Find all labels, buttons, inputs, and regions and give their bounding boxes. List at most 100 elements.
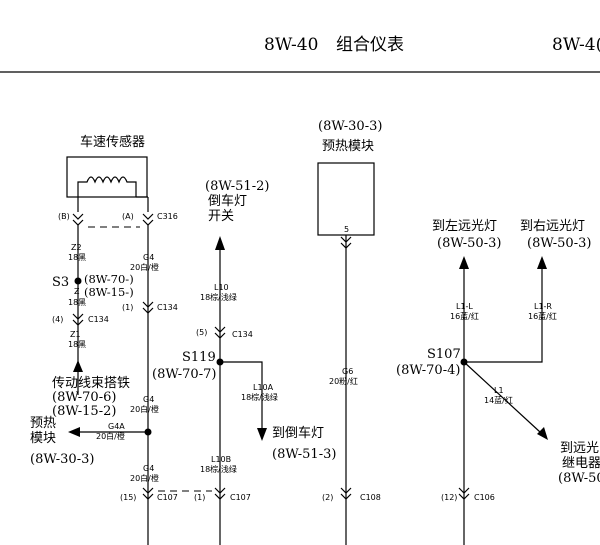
- svg-text:C106: C106: [474, 493, 495, 502]
- svg-text:模块: 模块: [30, 431, 56, 446]
- arrow-up-icon: [459, 256, 469, 269]
- svg-text:C108: C108: [360, 493, 381, 502]
- svg-text:Z1: Z1: [70, 330, 81, 339]
- splice-s3: [74, 277, 82, 285]
- page-title: 组合仪表: [336, 35, 404, 55]
- svg-text:(12): (12): [441, 493, 457, 502]
- svg-text:(1): (1): [194, 493, 205, 502]
- preheat-target-label: 预热: [30, 416, 56, 431]
- connector-icon: [214, 326, 226, 339]
- svg-text:18黑: 18黑: [68, 340, 86, 349]
- svg-text:(2): (2): [322, 493, 333, 502]
- svg-text:20白/橙: 20白/橙: [130, 262, 159, 272]
- splice-s107-label: S107: [427, 347, 461, 362]
- svg-text:L1-R: L1-R: [534, 302, 552, 311]
- connector-icon: [340, 487, 352, 500]
- svg-text:(8W-15-2): (8W-15-2): [52, 404, 116, 419]
- page-code: 8W-40: [264, 35, 318, 55]
- svg-text:L10: L10: [214, 283, 229, 292]
- svg-text:(8W-70-): (8W-70-): [84, 272, 134, 286]
- svg-text:(4): (4): [52, 315, 63, 324]
- svg-text:(8W-70-7): (8W-70-7): [152, 367, 216, 382]
- connector-icon: [72, 213, 84, 226]
- reverse-switch-label: 倒车灯: [208, 193, 247, 209]
- svg-text:(8W-50-3): (8W-50-3): [437, 236, 501, 251]
- svg-text:20白/橙: 20白/橙: [130, 404, 159, 414]
- connector-icon: [458, 487, 470, 500]
- svg-text:C134: C134: [157, 303, 178, 312]
- right-high-beam-label: 到右远光灯: [520, 219, 585, 234]
- svg-text:L10A: L10A: [253, 383, 274, 392]
- vss-box: [66, 156, 148, 198]
- connector-icon: [142, 487, 154, 500]
- arrow-diag-icon: [537, 427, 548, 440]
- svg-text:(8W-70-6): (8W-70-6): [52, 390, 116, 405]
- svg-text:(8W-51-3): (8W-51-3): [272, 447, 336, 462]
- arrow-left-icon: [68, 427, 80, 437]
- svg-text:(15): (15): [120, 493, 136, 502]
- svg-text:(5): (5): [196, 328, 207, 337]
- arrow-up-icon: [537, 256, 547, 269]
- svg-text:18黑: 18黑: [68, 253, 86, 262]
- svg-text:继电器: 继电器: [562, 456, 600, 471]
- connector-icon: [214, 487, 226, 500]
- svg-text:18棕/浅绿: 18棕/浅绿: [200, 292, 237, 302]
- svg-text:G6: G6: [342, 367, 353, 376]
- svg-text:(8W-70-4): (8W-70-4): [396, 363, 460, 378]
- svg-text:C134: C134: [88, 315, 109, 324]
- svg-text:L1: L1: [494, 386, 504, 395]
- svg-text:(8W-50: (8W-50: [558, 471, 600, 486]
- vss-connector: C316: [157, 212, 178, 221]
- vss-pin-a: (A): [122, 212, 134, 221]
- vss-coil-icon: [77, 176, 137, 197]
- svg-text:(8W-30-3): (8W-30-3): [30, 452, 94, 467]
- svg-text:16蓝/红: 16蓝/红: [450, 311, 479, 321]
- wire-l1-r: [464, 269, 543, 363]
- svg-text:开关: 开关: [208, 209, 234, 224]
- svg-text:C107: C107: [157, 493, 178, 502]
- svg-text:G4: G4: [143, 253, 154, 262]
- ground-label: 传动线束搭铁: [52, 375, 130, 391]
- arrow-down-icon: [257, 428, 267, 441]
- svg-text:18棕/浅绿: 18棕/浅绿: [241, 392, 278, 402]
- svg-text:L1-L: L1-L: [456, 302, 473, 311]
- svg-text:16蓝/红: 16蓝/红: [528, 311, 557, 321]
- ground-arrow-icon: [73, 360, 83, 372]
- svg-text:5: 5: [344, 225, 349, 234]
- svg-text:18棕/浅绿: 18棕/浅绿: [200, 464, 237, 474]
- vss-label: 车速传感器: [80, 134, 145, 150]
- wire-l1: [463, 361, 541, 433]
- svg-text:G4A: G4A: [108, 422, 125, 431]
- svg-text:20白/橙: 20白/橙: [96, 431, 125, 441]
- connector-icon: [142, 213, 154, 226]
- svg-text:C107: C107: [230, 493, 251, 502]
- svg-text:(1): (1): [122, 303, 133, 312]
- splice-s3-label: S3: [52, 275, 69, 290]
- vss-pin-b: (B): [58, 212, 70, 221]
- svg-text:(8W-50-3): (8W-50-3): [527, 236, 591, 251]
- arrow-up-icon: [215, 236, 225, 250]
- svg-text:20白/橙: 20白/橙: [130, 473, 159, 483]
- reverse-lamp-label: 到倒车灯: [272, 425, 324, 441]
- svg-text:(8W-30-3): (8W-30-3): [318, 119, 382, 134]
- preheat-module-label: 预热模块: [322, 139, 374, 154]
- splice-s119-label: S119: [182, 350, 216, 365]
- svg-text:20粉/红: 20粉/红: [329, 376, 358, 386]
- svg-text:18黑: 18黑: [68, 298, 86, 307]
- svg-text:Z: Z: [74, 287, 80, 296]
- svg-text:C134: C134: [232, 330, 253, 339]
- svg-text:(8W-15-): (8W-15-): [84, 285, 134, 299]
- connector-icon: [142, 301, 154, 314]
- svg-text:Z2: Z2: [71, 243, 82, 252]
- svg-text:G4: G4: [143, 395, 154, 404]
- page-code-next: 8W-4(: [552, 35, 600, 55]
- left-high-beam-label: 到左远光灯: [432, 219, 497, 234]
- svg-text:L10B: L10B: [211, 455, 231, 464]
- svg-text:(8W-51-2): (8W-51-2): [205, 179, 269, 194]
- svg-text:G4: G4: [143, 464, 154, 473]
- wire-l10a: [220, 361, 263, 428]
- relay-label: 到远光: [560, 441, 599, 456]
- connector-icon: [72, 313, 84, 326]
